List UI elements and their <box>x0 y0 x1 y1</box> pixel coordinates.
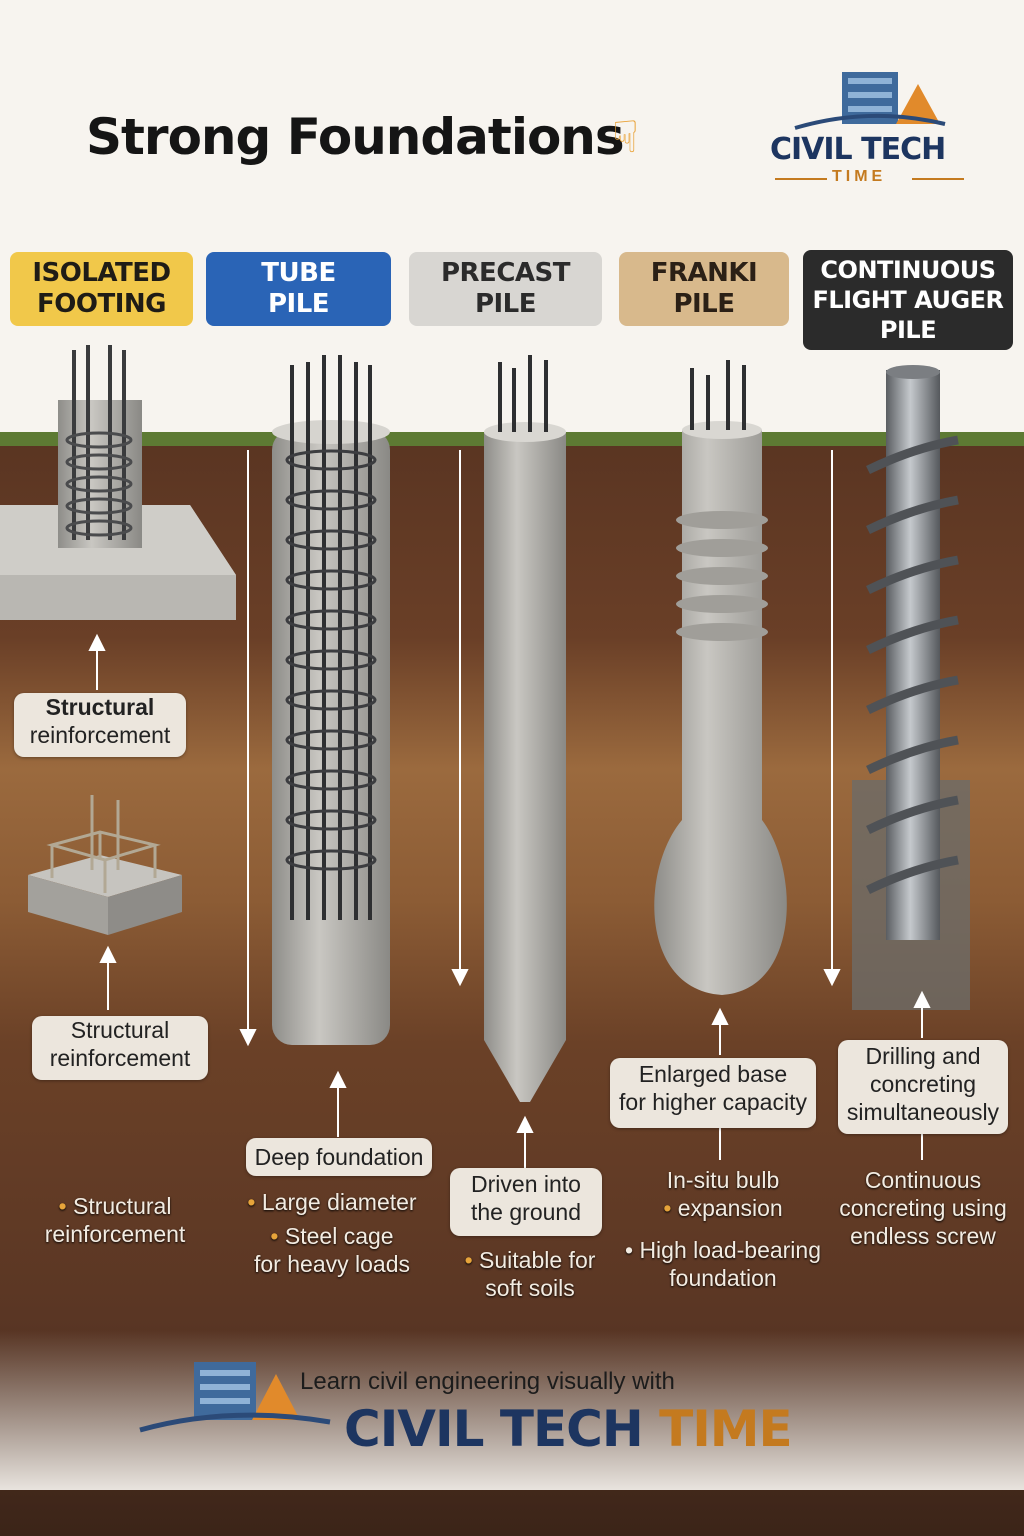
callout-isolated-upper: Structural reinforcement <box>14 693 186 757</box>
bullets-tube: • Large diameter • Steel cage for heavy … <box>247 1189 417 1277</box>
bullets-isolated: • Structural reinforcement <box>44 1193 186 1247</box>
bullets-precast: • Suitable for soft soils <box>464 1247 596 1301</box>
callout-isolated-lower: Structural reinforcement <box>32 1016 208 1080</box>
logo-building-icon <box>794 72 946 130</box>
brand-divider-right <box>912 178 964 180</box>
callout-franki: Enlarged base for higher capacity <box>610 1058 816 1128</box>
brand-logo-text: CIVIL TECH <box>770 132 946 167</box>
footer-brand: CIVIL TECH TIME <box>344 1400 793 1458</box>
bullets-cfa: Continuous concreting using endless scre… <box>839 1167 1007 1249</box>
footer-logo-building-icon <box>139 1362 331 1433</box>
page-title: Strong Foundations <box>86 108 625 166</box>
brand-logo-subtext: TIME <box>832 168 887 185</box>
callout-cfa: Drilling and concreting simultaneously <box>838 1040 1008 1134</box>
footer-tagline: Learn civil engineering visually with <box>300 1368 675 1395</box>
callout-tube: Deep foundation <box>246 1138 432 1176</box>
callout-precast: Driven into the ground <box>450 1168 602 1236</box>
brand-divider-left <box>775 178 827 180</box>
bullets-franki: In-situ bulb • expansion • High load-bea… <box>624 1167 822 1291</box>
pointing-down-hand-icon: ☟ <box>612 113 639 162</box>
